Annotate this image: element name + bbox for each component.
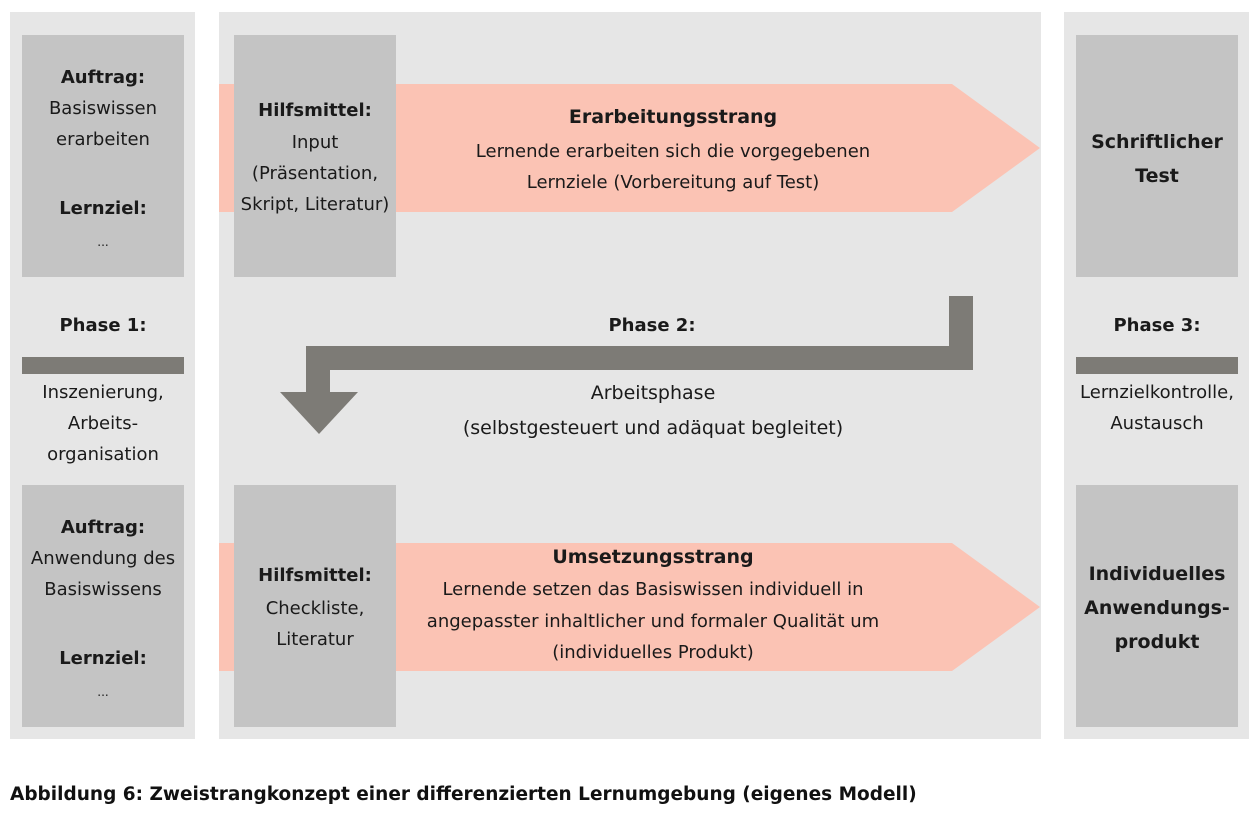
phase3-bottom-line3: produkt: [1114, 631, 1200, 653]
phase2-top-hilfsmittel-line1: Input: [291, 132, 339, 153]
phase3-top-line1: Schriftlicher: [1091, 131, 1223, 153]
phase1-divider: [22, 357, 184, 374]
phase1-description-line3: organisation: [47, 444, 159, 465]
phase1-title: Phase 1:: [59, 315, 147, 336]
phase3-title: Phase 3:: [1113, 315, 1201, 336]
phase2-connector-arrow: [280, 296, 973, 434]
phase3-top-box: [1076, 35, 1238, 277]
phase1-bottom-auftrag-line2: Basiswissens: [44, 579, 162, 600]
phase2-description-line1: Arbeitsphase: [590, 382, 716, 404]
figure-caption: Abbildung 6: Zweistrangkonzept einer dif…: [10, 784, 917, 805]
phase2-title: Phase 2:: [608, 315, 696, 336]
umsetzungsstrang-line2: angepasster inhaltlicher und formaler Qu…: [426, 611, 880, 632]
phase1-bottom-lernziel-label: Lernziel:: [59, 648, 147, 669]
phase1-description-line1: Inszenierung,: [42, 382, 164, 403]
phase3-description-line2: Austausch: [1110, 413, 1204, 434]
phase2-bottom-hilfsmittel-box: [234, 485, 396, 727]
phase2-bottom-hilfsmittel-line2: Literatur: [276, 629, 354, 650]
erarbeitungsstrang-line1: Lernende erarbeiten sich die vorgegebene…: [475, 141, 871, 162]
phase2-top-hilfsmittel-box: [234, 35, 396, 277]
phase1-bottom-box: [22, 485, 184, 727]
phase1-bottom-auftrag-label: Auftrag:: [60, 517, 146, 538]
umsetzungsstrang-title: Umsetzungsstrang: [552, 546, 754, 568]
phase3-bottom-box: [1076, 485, 1238, 727]
phase2-bottom-hilfsmittel-line1: Checkliste,: [265, 598, 365, 619]
phase1-top-auftrag-label: Auftrag:: [60, 67, 146, 88]
phase2-top-hilfsmittel-line2: (Präsentation,: [251, 163, 379, 184]
phase1-bottom-auftrag-line1: Anwendung des: [30, 548, 176, 569]
phase3-description-line1: Lernzielkontrolle,: [1080, 382, 1234, 403]
phase3-divider: [1076, 357, 1238, 374]
phase1-top-auftrag-line2: erarbeiten: [56, 129, 150, 150]
phase1-top-lernziel-text: ...: [97, 235, 109, 249]
erarbeitungsstrang-line2: Lernziele (Vorbereitung auf Test): [526, 172, 820, 193]
phase1-top-lernziel-label: Lernziel:: [59, 198, 147, 219]
phase1-bottom-lernziel-text: ...: [97, 685, 109, 699]
umsetzungsstrang-arrow: [219, 543, 1040, 671]
phase2-description-line2: (selbstgesteuert und adäquat begleitet): [462, 417, 844, 439]
phase3-bottom-line2: Anwendungs-: [1084, 597, 1230, 619]
phase2-bottom-hilfsmittel-label: Hilfsmittel:: [258, 565, 372, 586]
phase3-top-line2: Test: [1135, 165, 1179, 187]
umsetzungsstrang-line3: (individuelles Produkt): [552, 642, 754, 663]
phase1-top-box: [22, 35, 184, 277]
phase1-description-line2: Arbeits-: [67, 413, 139, 434]
erarbeitungsstrang-title: Erarbeitungsstrang: [568, 106, 778, 128]
phase1-top-auftrag-line1: Basiswissen: [48, 98, 158, 119]
phase3-bottom-line1: Individuelles: [1088, 563, 1226, 585]
umsetzungsstrang-line1: Lernende setzen das Basiswissen individu…: [442, 579, 864, 600]
erarbeitungsstrang-arrow: [219, 84, 1040, 212]
phase2-top-hilfsmittel-label: Hilfsmittel:: [258, 100, 372, 121]
phase2-top-hilfsmittel-line3: Skript, Literatur): [240, 194, 390, 215]
